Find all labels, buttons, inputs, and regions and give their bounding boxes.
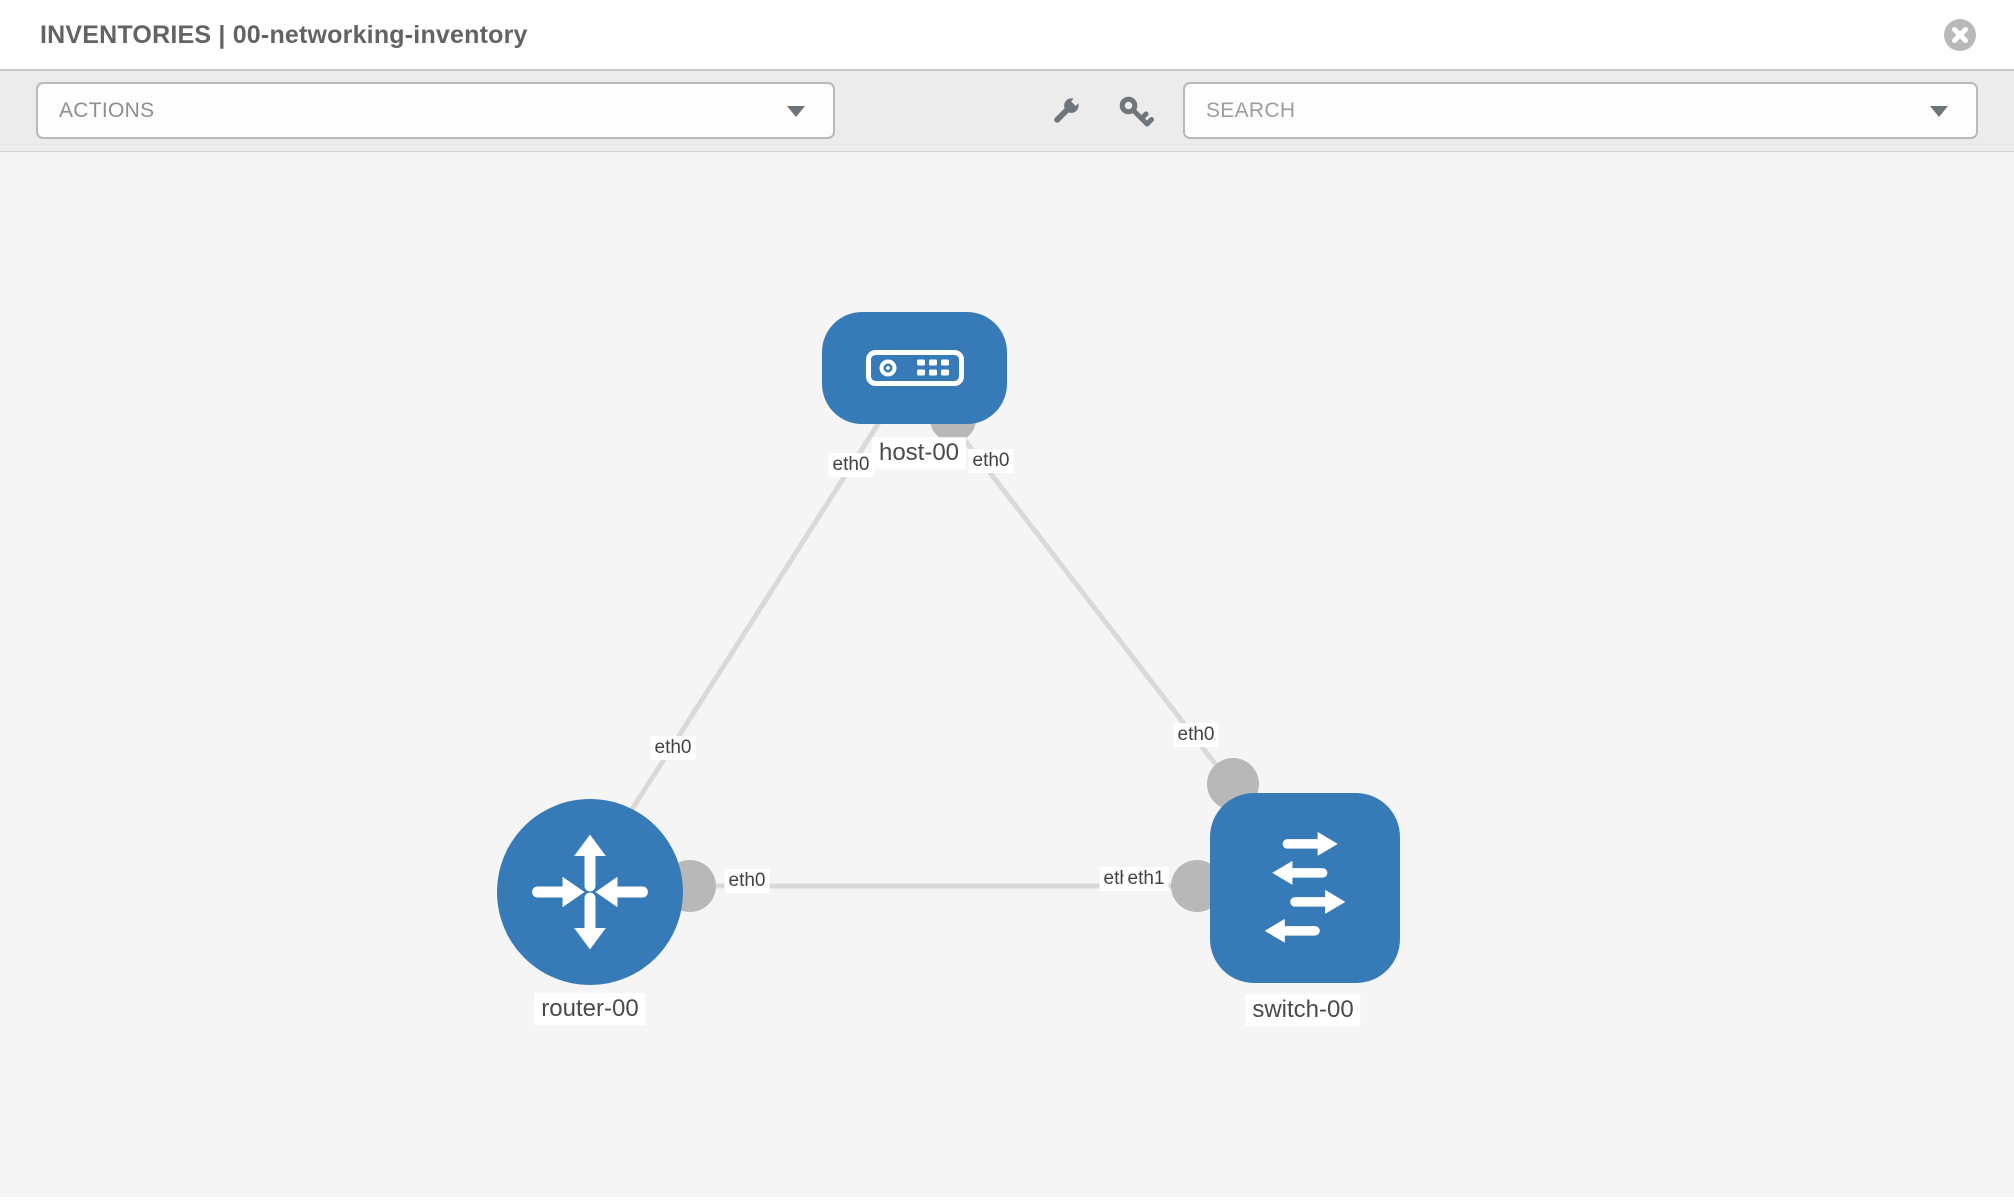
search-dropdown[interactable]: SEARCH: [1183, 82, 1978, 139]
router-icon: [532, 834, 648, 950]
port-label-host-right: eth0: [968, 449, 1014, 473]
modal-header: INVENTORIES | 00-networking-inventory: [0, 0, 2014, 71]
chevron-down-icon: [1930, 105, 1948, 117]
search-dropdown-label: SEARCH: [1206, 98, 1296, 122]
node-host-00[interactable]: [822, 312, 1007, 424]
chevron-down-icon: [787, 105, 805, 117]
node-label-switch: switch-00: [1245, 994, 1361, 1026]
node-switch-00[interactable]: [1210, 793, 1400, 983]
topology-canvas[interactable]: host-00 router-00 switch-00 eth0 eth0 et…: [0, 152, 2014, 1197]
switch-icon: [1264, 831, 1346, 943]
node-router-00[interactable]: [497, 799, 683, 985]
actions-dropdown[interactable]: ACTIONS: [36, 82, 835, 139]
configure-button[interactable]: [1046, 93, 1084, 131]
close-icon: [1944, 19, 1976, 51]
page-title: INVENTORIES | 00-networking-inventory: [40, 21, 528, 49]
port-label-switch-left-eth1: eth1: [1123, 867, 1169, 891]
credentials-button[interactable]: [1116, 93, 1154, 131]
port-label-host-left: eth0: [828, 453, 874, 477]
host-icon: [865, 350, 964, 386]
toolbar: ACTIONS SEARCH: [0, 71, 2014, 152]
key-icon: [1119, 96, 1154, 127]
actions-dropdown-label: ACTIONS: [59, 98, 155, 122]
topology-edges-layer: [612, 396, 1259, 912]
edge-host-router: [612, 419, 883, 838]
wrench-icon: [1054, 94, 1083, 123]
close-button[interactable]: [1944, 19, 1976, 51]
port-label-switch-uplink: eth0: [1173, 723, 1219, 747]
port-label-router-right: eth0: [724, 869, 770, 893]
node-label-router: router-00: [534, 993, 646, 1025]
port-label-router-uplink: eth0: [650, 736, 696, 760]
node-label-host: host-00: [871, 437, 967, 469]
